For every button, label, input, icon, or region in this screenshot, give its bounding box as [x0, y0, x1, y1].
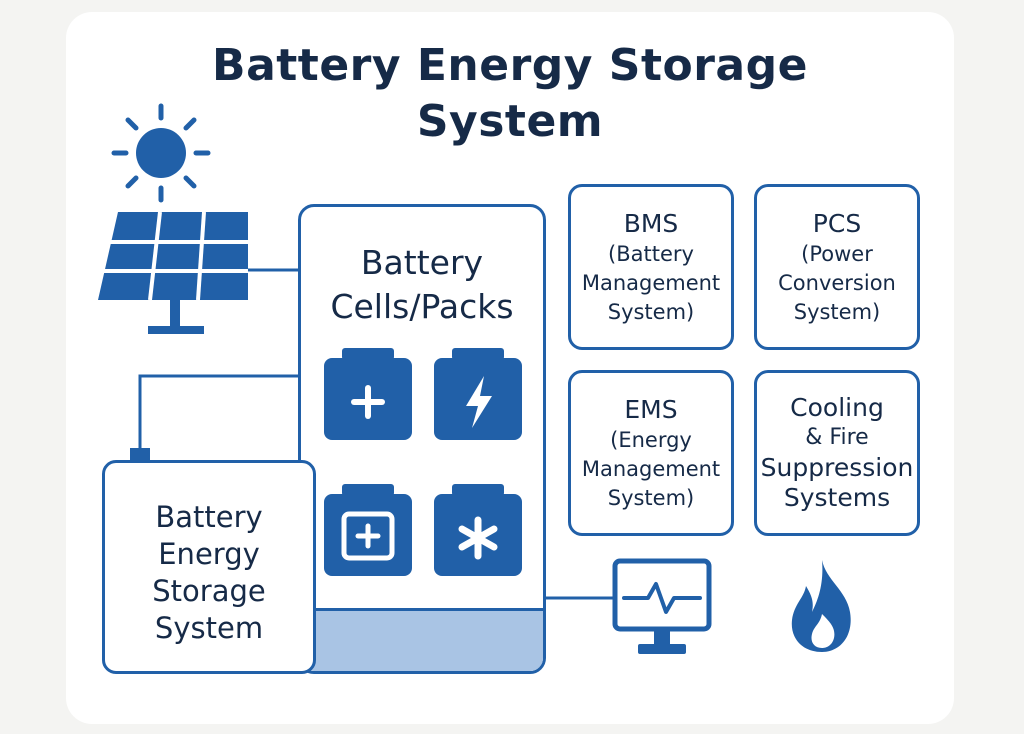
pcs-abbr: PCS — [812, 208, 862, 238]
pcs-sub-1: (Power — [801, 241, 873, 266]
title-line-1: Battery Energy Storage — [212, 40, 808, 91]
bess-line-1: Battery — [155, 500, 263, 534]
ems-abbr: EMS — [624, 394, 678, 424]
bms-sub-1: (Battery — [608, 241, 694, 266]
pcs-description: (Power Conversion System) — [778, 240, 896, 327]
cooling-line-4: Systems — [783, 483, 891, 512]
monitor-icon — [612, 558, 712, 654]
bess-label: Battery Energy Storage System — [105, 499, 313, 647]
bess-line-2: Energy — [158, 537, 260, 571]
cooling-label: Cooling & Fire Suppression Systems — [761, 393, 914, 513]
bms-box: BMS (Battery Management System) — [568, 184, 734, 350]
ems-sub-1: (Energy — [610, 427, 692, 452]
ems-description: (Energy Management System) — [582, 426, 720, 513]
bess-box: Battery Energy Storage System — [102, 460, 316, 674]
ems-box: EMS (Energy Management System) — [568, 370, 734, 536]
sun-icon — [111, 103, 211, 203]
battery-cells-line-2: Cells/Packs — [330, 287, 514, 326]
cooling-box: Cooling & Fire Suppression Systems — [754, 370, 920, 536]
ems-sub-3: System) — [607, 485, 695, 510]
bms-abbr: BMS — [623, 208, 679, 238]
lightning-battery-icon — [434, 348, 522, 440]
bms-description: (Battery Management System) — [582, 240, 720, 327]
bess-to-cells-wire — [138, 374, 300, 452]
plus-battery-icon — [324, 348, 412, 440]
boxed-plus-battery-icon — [324, 484, 412, 576]
bess-line-3: Storage — [152, 574, 266, 608]
pcs-sub-3: System) — [793, 299, 881, 324]
battery-cells-line-1: Battery — [360, 243, 484, 282]
title-line-2: System — [416, 96, 604, 147]
battery-cells-label: Battery Cells/Packs — [301, 241, 543, 329]
cooling-line-3: Suppression — [760, 453, 914, 482]
cooling-line-2: & Fire — [805, 425, 869, 450]
pcs-sub-2: Conversion — [778, 270, 896, 295]
ems-sub-2: Management — [581, 456, 721, 481]
diagram-title: Battery Energy Storage System — [150, 38, 870, 150]
bess-connector — [130, 448, 150, 462]
snowflake-battery-icon — [434, 484, 522, 576]
flame-icon — [791, 560, 851, 652]
bess-line-4: System — [154, 611, 264, 645]
cooling-line-1: Cooling — [790, 393, 884, 422]
pcs-box: PCS (Power Conversion System) — [754, 184, 920, 350]
bms-sub-3: System) — [607, 299, 695, 324]
solar-panel-icon — [98, 211, 248, 334]
bms-sub-2: Management — [581, 270, 721, 295]
cells-base-strip — [301, 608, 543, 671]
